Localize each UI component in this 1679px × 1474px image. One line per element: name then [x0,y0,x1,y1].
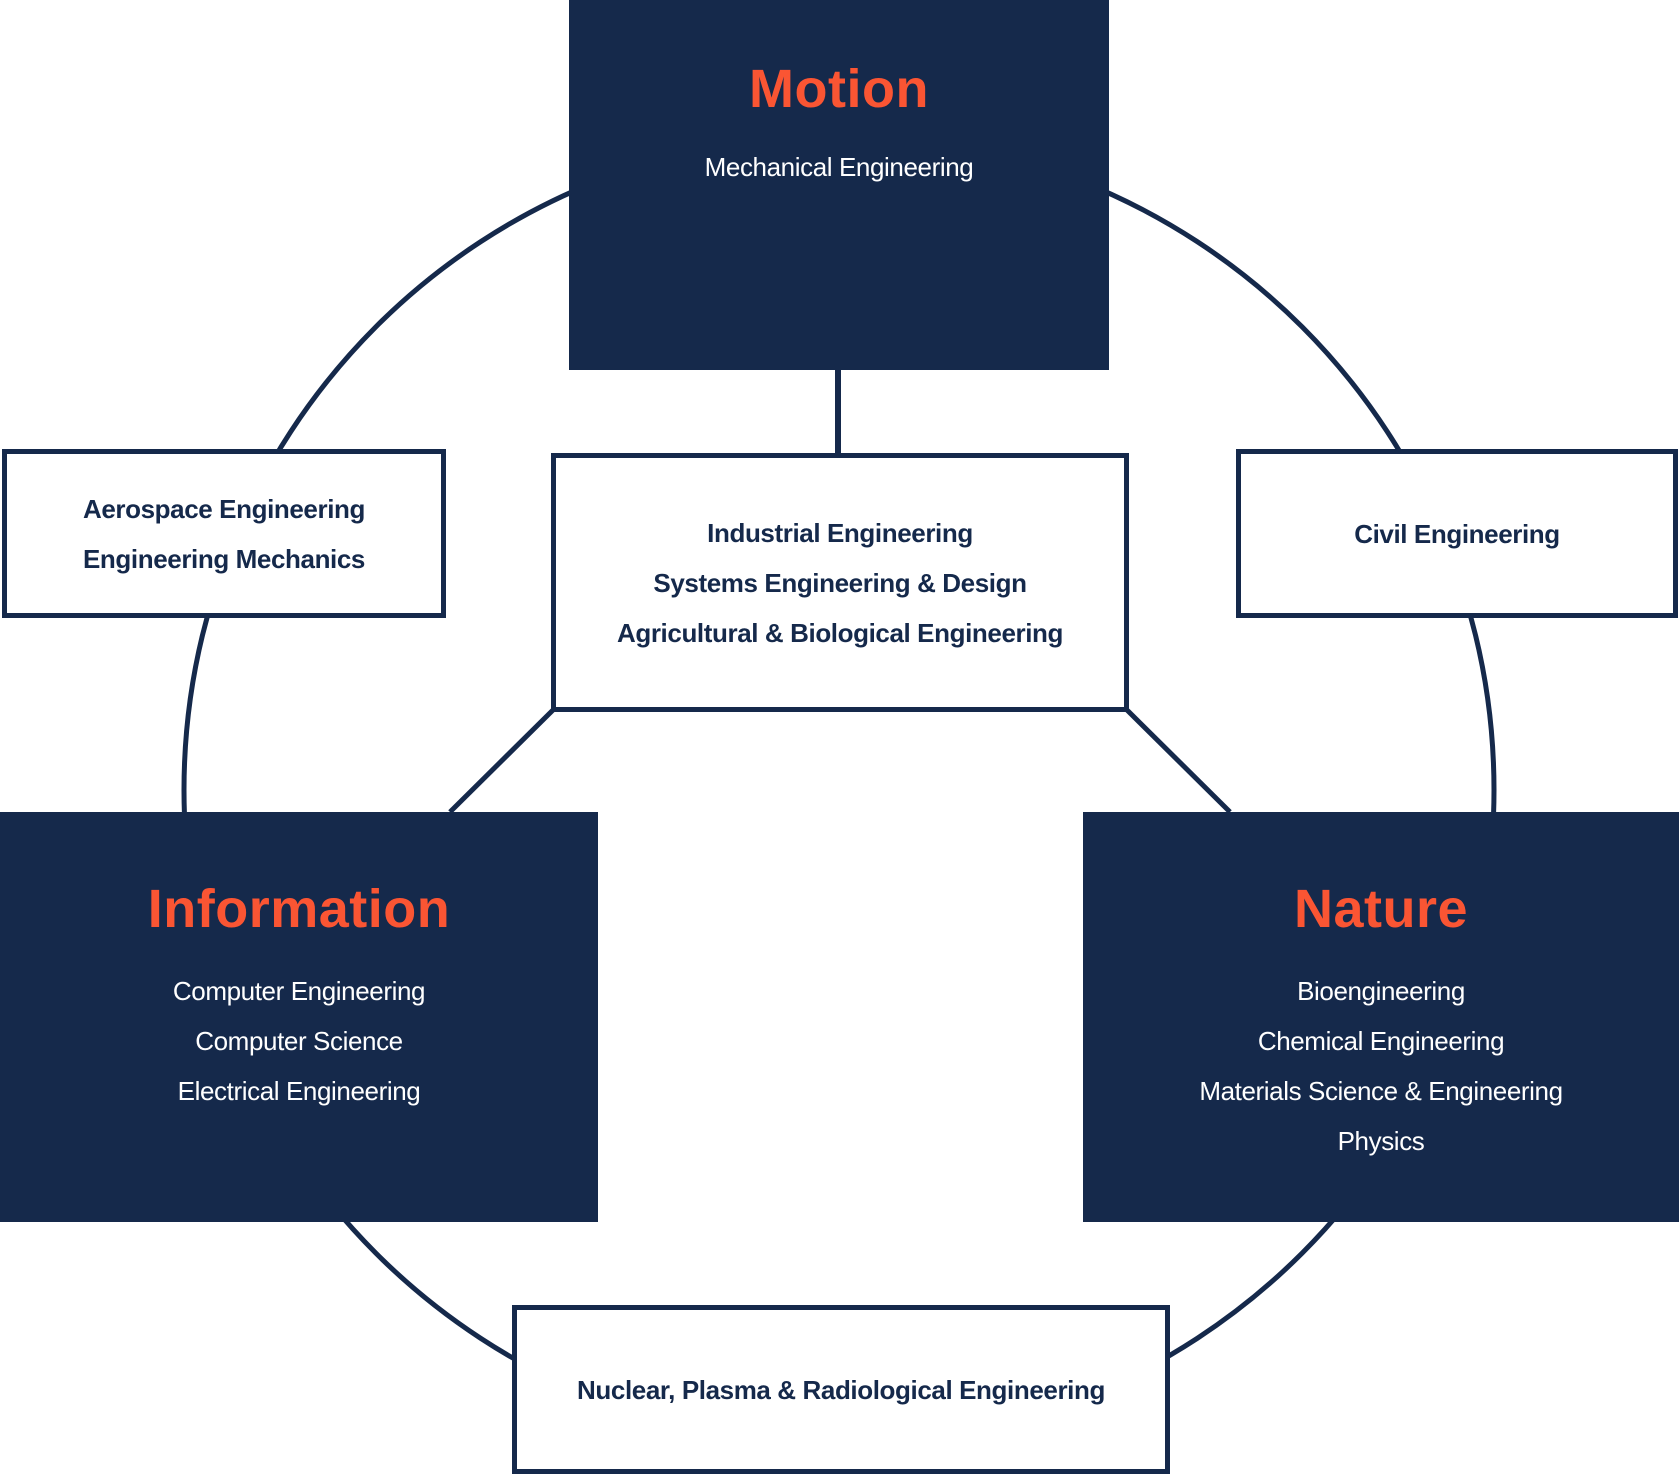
discipline-item: Physics [1337,1126,1425,1156]
discipline-item: Chemical Engineering [1257,1026,1505,1056]
discipline-item: Computer Engineering [172,976,426,1006]
hub-information: Information Computer Engineering Compute… [0,812,598,1222]
link-information-nature: Nuclear, Plasma & Radiological Engineeri… [512,1305,1170,1474]
discipline-item: Bioengineering [1297,976,1465,1006]
hub-title: Motion [749,59,929,119]
discipline-item: Systems Engineering & Design [653,567,1027,598]
discipline-item: Aerospace Engineering [82,493,366,524]
discipline-item: Engineering Mechanics [82,543,365,574]
discipline-item: Computer Science [195,1026,403,1056]
link-motion-nature: Civil Engineering [1236,449,1678,618]
hub-title: Information [147,879,451,939]
hub-title: Nature [1293,879,1469,939]
discipline-item: Agricultural & Biological Engineering [616,617,1064,648]
discipline-item: Materials Science & Engineering [1199,1076,1563,1106]
hub-nature: Nature Bioengineering Chemical Engineeri… [1083,812,1679,1222]
discipline-item: Industrial Engineering [707,517,973,548]
connector-center-nature [1125,708,1232,814]
discipline-item: Mechanical Engineering [704,152,974,182]
discipline-item: Electrical Engineering [177,1076,421,1106]
link-motion-information: Aerospace Engineering Engineering Mechan… [2,449,446,618]
discipline-item: Nuclear, Plasma & Radiological Engineeri… [577,1374,1105,1405]
hub-motion: Motion Mechanical Engineering [569,0,1109,370]
discipline-item: Civil Engineering [1354,518,1560,549]
link-center: Industrial Engineering Systems Engineeri… [551,453,1129,712]
hub-items: Computer Engineering Computer Science El… [0,966,598,1116]
hub-items: Mechanical Engineering [569,142,1109,192]
connector-center-information [448,708,555,814]
hub-items: Bioengineering Chemical Engineering Mate… [1083,966,1679,1166]
